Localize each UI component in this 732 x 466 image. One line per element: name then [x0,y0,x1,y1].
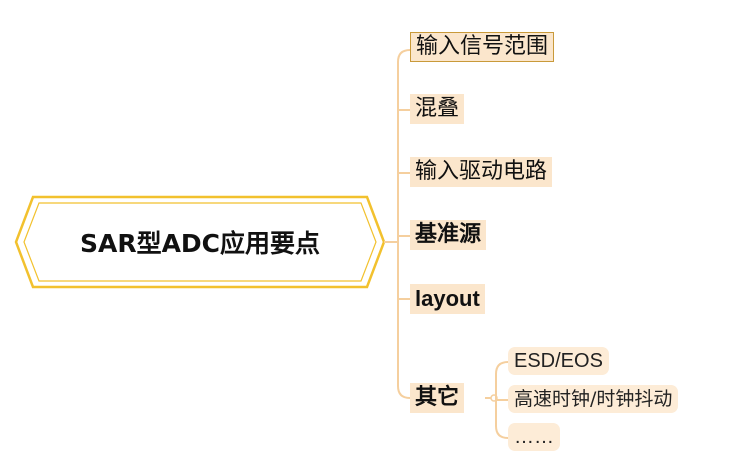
branch-layout[interactable]: layout [410,284,485,314]
branch-others[interactable]: 其它 [410,383,465,413]
branch-input-drive-circuit[interactable]: 输入驱动电路 [410,157,553,187]
sub-connector-lines [495,361,509,439]
sub-branch-clock-jitter[interactable]: 高速时钟/时钟抖动 [508,385,679,413]
branch-input-signal-range[interactable]: 输入信号范围 [410,32,555,62]
sub-branch-ellipsis[interactable]: …… [508,423,560,451]
sub-branch-esd-eos[interactable]: ESD/EOS [508,347,609,375]
root-node-inner-border [23,202,377,282]
branch-reference-source[interactable]: 基准源 [410,220,487,250]
branch-aliasing[interactable]: 混叠 [410,94,465,124]
trunk-line [397,49,411,399]
root-node-label: SAR型ADC应用要点 [79,229,321,258]
